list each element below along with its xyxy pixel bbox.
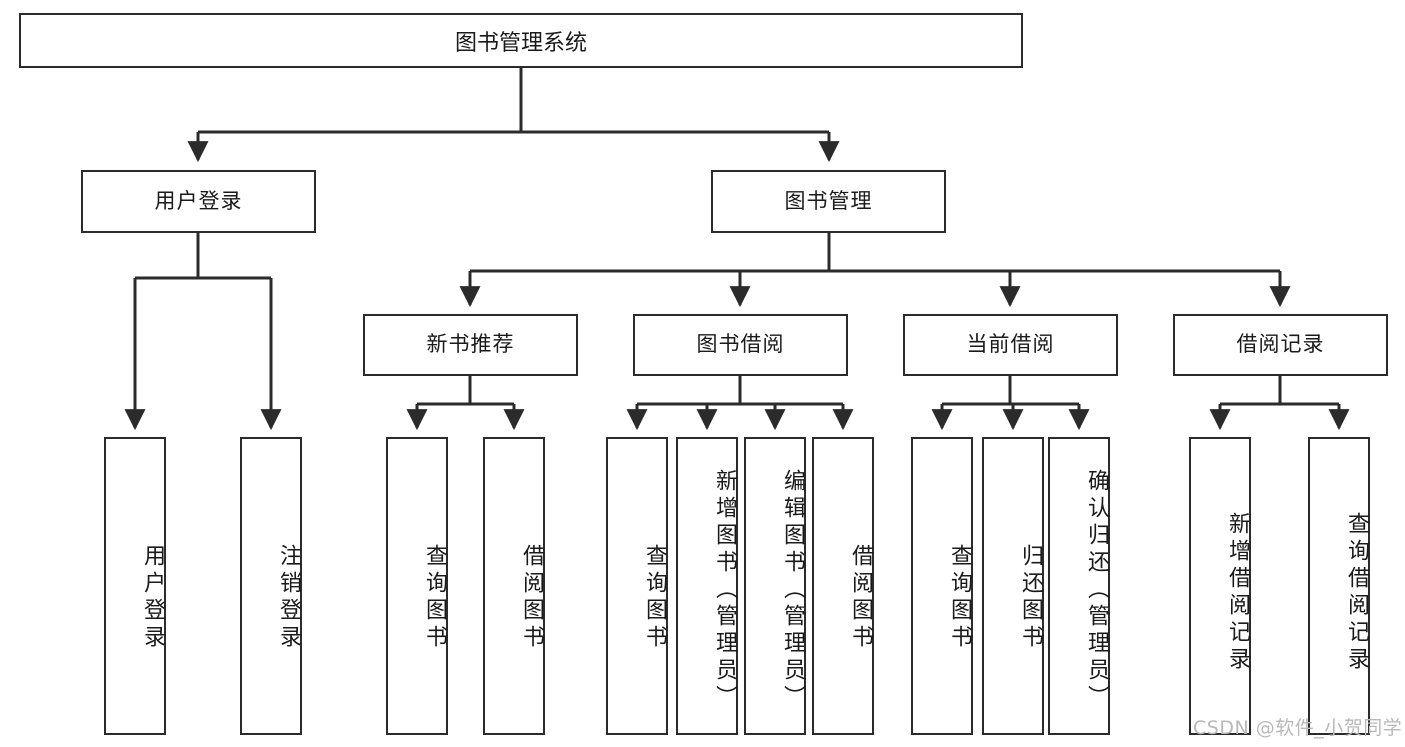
node-new-book-rec[interactable]: 新书推荐 (363, 314, 578, 376)
node-book-borrow-label: 图书借阅 (696, 332, 785, 357)
node-leaf-cur-confirm[interactable]: 确认归还（管理员） (1048, 437, 1110, 735)
node-current-borrow-label: 当前借阅 (966, 332, 1055, 357)
node-leaf-borrow-edit[interactable]: 编辑图书（管理员） (744, 437, 806, 735)
node-leaf-rec-add[interactable]: 新增借阅记录 (1189, 437, 1251, 735)
node-book-manage-label: 图书管理 (784, 188, 873, 213)
node-leaf-user-logout[interactable]: 注销登录 (240, 437, 302, 735)
node-leaf-cur-query-label: 查询图书 (947, 544, 972, 652)
node-leaf-cur-query[interactable]: 查询图书 (911, 437, 973, 735)
node-user-login[interactable]: 用户登录 (81, 170, 316, 233)
node-root-label: 图书管理系统 (454, 30, 587, 56)
node-root[interactable]: 图书管理系统 (19, 13, 1023, 68)
node-leaf-rec-query2[interactable]: 查询借阅记录 (1308, 437, 1370, 735)
node-leaf-borrow-add[interactable]: 新增图书（管理员） (676, 437, 738, 735)
node-leaf-cur-confirm-label: 确认归还（管理员） (1084, 468, 1109, 712)
node-leaf-borrow-add-label: 新增图书（管理员） (712, 468, 737, 712)
node-leaf-rec-add-label: 新增借阅记录 (1225, 512, 1250, 674)
node-book-manage[interactable]: 图书管理 (711, 170, 946, 233)
node-current-borrow[interactable]: 当前借阅 (903, 314, 1118, 376)
node-borrow-record[interactable]: 借阅记录 (1173, 314, 1388, 376)
node-leaf-user-logout-label: 注销登录 (276, 544, 301, 652)
watermark: CSDN @软件_小贺同学 (1193, 717, 1403, 739)
node-leaf-user-login-label: 用户登录 (140, 544, 165, 652)
node-leaf-borrow-query[interactable]: 查询图书 (606, 437, 668, 735)
node-new-book-rec-label: 新书推荐 (426, 332, 515, 357)
node-leaf-rec-query[interactable]: 查询图书 (386, 437, 448, 735)
node-leaf-cur-return[interactable]: 归还图书 (982, 437, 1044, 735)
node-leaf-borrow-do[interactable]: 借阅图书 (812, 437, 874, 735)
node-borrow-record-label: 借阅记录 (1236, 332, 1325, 357)
node-book-borrow[interactable]: 图书借阅 (633, 314, 848, 376)
node-leaf-borrow-do-label: 借阅图书 (848, 544, 873, 652)
node-leaf-rec-borrow[interactable]: 借阅图书 (483, 437, 545, 735)
node-leaf-borrow-edit-label: 编辑图书（管理员） (780, 468, 805, 712)
node-leaf-rec-query2-label: 查询借阅记录 (1344, 512, 1369, 674)
node-leaf-user-login[interactable]: 用户登录 (104, 437, 166, 735)
node-leaf-rec-borrow-label: 借阅图书 (519, 544, 544, 652)
node-leaf-rec-query-label: 查询图书 (422, 544, 447, 652)
node-leaf-borrow-query-label: 查询图书 (642, 544, 667, 652)
node-user-login-label: 用户登录 (154, 188, 243, 213)
node-leaf-cur-return-label: 归还图书 (1018, 544, 1043, 652)
